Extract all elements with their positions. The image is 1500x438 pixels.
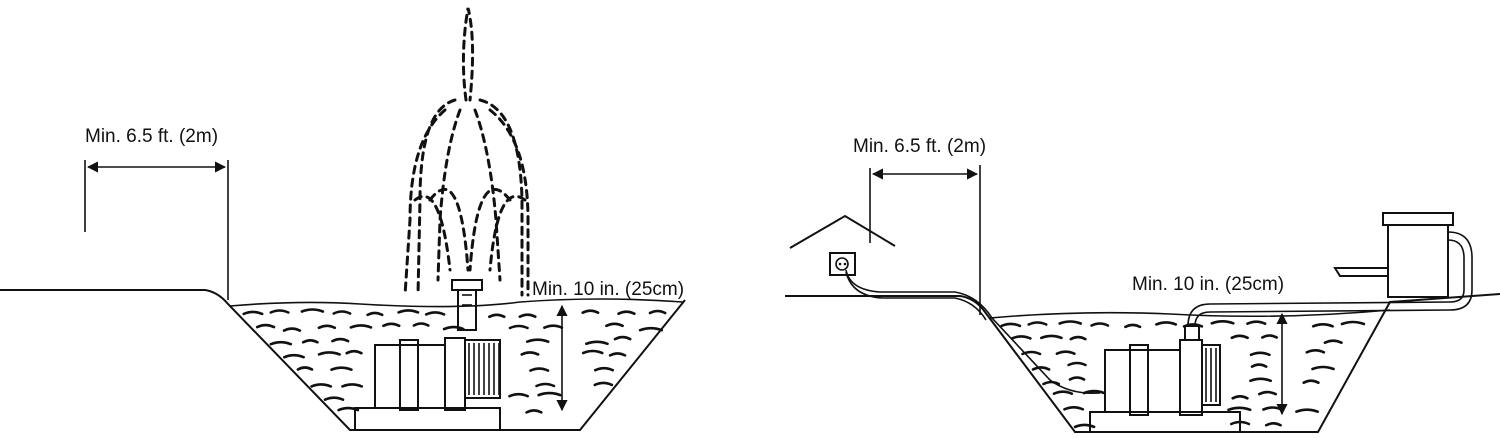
fountain-nozzle bbox=[451, 279, 483, 331]
right-distance-label: Min. 6.5 ft. (2m) bbox=[853, 136, 986, 157]
left-pump bbox=[354, 337, 501, 431]
left-water-surface bbox=[229, 298, 684, 308]
right-water-surface bbox=[989, 309, 1391, 319]
left-water-waves bbox=[242, 308, 667, 414]
right-depth-label: Min. 10 in. (25cm) bbox=[1132, 274, 1284, 295]
power-outlet-icon bbox=[829, 252, 856, 276]
right-water-waves bbox=[1000, 320, 1366, 429]
left-distance-label: Min. 6.5 ft. (2m) bbox=[85, 126, 218, 147]
pond-filter bbox=[1187, 212, 1473, 327]
power-cable bbox=[845, 269, 1101, 395]
left-depth-label: Min. 10 in. (25cm) bbox=[532, 279, 684, 300]
house-roof bbox=[789, 214, 896, 249]
left-fountain-panel: Min. 6.5 ft. (2m) Min. 10 in. (25cm) bbox=[0, 7, 686, 431]
right-filter-panel: Min. 6.5 ft. (2m) Min. 10 in. (25cm) bbox=[785, 136, 1500, 433]
fountain-spray bbox=[403, 7, 530, 297]
right-pump bbox=[1089, 325, 1241, 433]
left-pond-outline bbox=[0, 289, 686, 431]
